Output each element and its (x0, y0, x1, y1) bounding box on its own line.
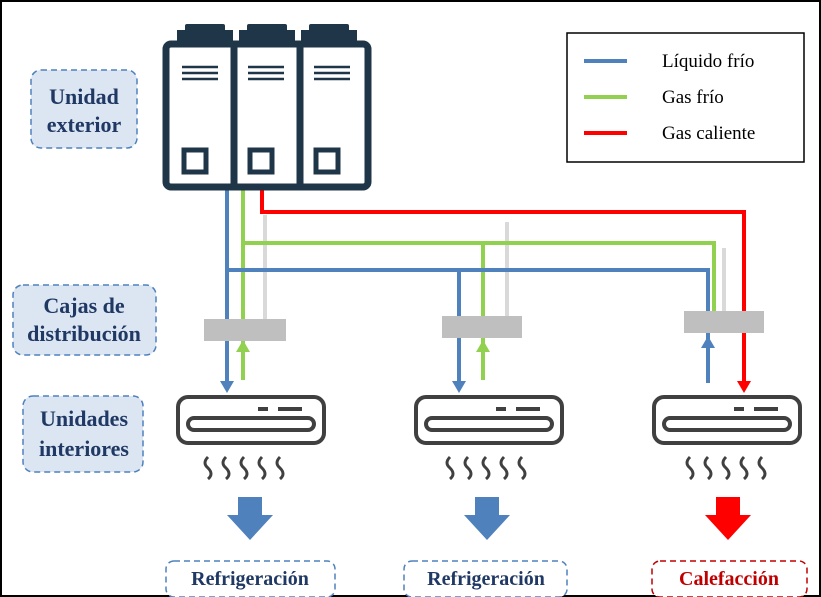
distribution-box-middle (442, 316, 522, 338)
indoor-unit-icon-1 (176, 395, 326, 481)
outdoor-label-line1: Unidad (49, 84, 119, 109)
output-label-1: Refrigeración (165, 560, 336, 597)
arrow-down-blue-middle (452, 381, 466, 393)
side-label-boxes: Cajas de distribución (12, 284, 157, 356)
side-label-outdoor: Unidad exterior (30, 69, 138, 149)
legend-label-cold-gas: Gas frío (662, 87, 724, 108)
output-label-text-1: Refrigeración (191, 568, 309, 590)
legend-label-hot-gas: Gas caliente (662, 123, 755, 144)
hot-gas-pipe (260, 185, 746, 383)
distribution-boxes (204, 311, 764, 341)
outdoor-label-line2: exterior (47, 112, 122, 137)
output-label-text-2: Refrigeración (427, 568, 545, 590)
indoor-label-line1: Unidades (40, 406, 128, 431)
distribution-box-right (684, 311, 764, 333)
cold-gas-pipe-branch (243, 241, 716, 320)
arrow-up-blue-right (701, 336, 715, 348)
output-label-3: Calefacción (651, 560, 808, 597)
flow-arrows (220, 336, 751, 393)
arrow-up-green-middle (476, 340, 490, 352)
legend-label-liquid: Líquido frío (662, 51, 754, 72)
boxes-label-line1: Cajas de (43, 293, 125, 318)
side-label-indoor: Unidades interiores (22, 395, 144, 473)
output-arrow-3 (705, 497, 751, 540)
legend: Líquido frío Gas frío Gas caliente (566, 32, 805, 163)
indoor-unit-icon-2 (414, 395, 564, 481)
output-arrows (227, 497, 751, 540)
indoor-unit-icon-3 (652, 395, 802, 481)
arrow-down-red-right (737, 381, 751, 393)
outdoor-unit-icon (162, 24, 372, 191)
boxes-label-line2: distribución (27, 321, 141, 346)
output-label-text-3: Calefacción (679, 568, 779, 590)
output-label-2: Refrigeración (403, 560, 568, 597)
output-arrow-1 (227, 497, 273, 540)
distribution-box-left (204, 319, 286, 341)
output-arrow-2 (464, 497, 510, 540)
arrow-down-blue-left (220, 381, 234, 393)
arrow-up-green-left (236, 340, 250, 352)
indoor-label-line2: interiores (39, 436, 129, 461)
